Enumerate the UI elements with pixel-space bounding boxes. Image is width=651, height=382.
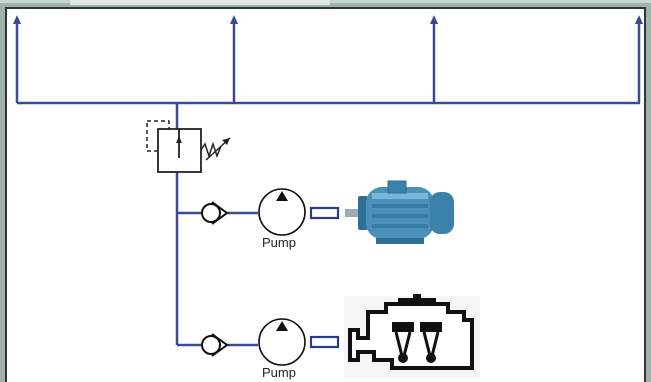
relief-valve-spring xyxy=(200,141,222,159)
outlet-arrow-4 xyxy=(635,15,643,24)
pump-top-label: Pump xyxy=(262,235,296,250)
hydraulic-pump-icon: Pump xyxy=(258,318,306,380)
check-valve-seat-top xyxy=(211,201,229,225)
engine-rod-1a xyxy=(394,331,404,357)
supply-line xyxy=(175,103,258,347)
coupling-bottom xyxy=(309,335,340,349)
motor-fins-2 xyxy=(372,204,428,208)
outlet-arrow-1 xyxy=(13,15,21,24)
engine-rod-2a xyxy=(422,331,432,357)
engine-top-cap xyxy=(413,294,421,300)
shaft-coupling-icon xyxy=(309,206,340,220)
motor-fins-3 xyxy=(372,214,428,218)
engine-top-bar xyxy=(398,298,436,304)
check-valve-icon xyxy=(201,201,229,225)
engine-piston-2 xyxy=(420,322,442,332)
hydraulic-pump-icon: Pump xyxy=(258,188,306,250)
frame-top-tab xyxy=(70,0,330,5)
motor-base xyxy=(376,238,424,244)
check-valve-icon xyxy=(201,333,229,357)
motor-flange xyxy=(358,196,368,230)
diagram-background xyxy=(7,9,644,382)
relief-valve-adjust-arrowhead xyxy=(222,138,230,145)
pump-bottom-circle xyxy=(258,318,306,366)
motor-end-cap xyxy=(430,192,454,234)
coupling-top xyxy=(309,206,340,220)
engine-crank-2 xyxy=(426,353,436,363)
engine-crank-1 xyxy=(398,353,408,363)
pump-top-arrow xyxy=(276,191,288,201)
check-valve-seat-bottom xyxy=(211,333,229,357)
engine-rod-1b xyxy=(402,331,412,357)
outlet-arrow-3 xyxy=(430,15,438,24)
pump-bottom-arrow xyxy=(276,321,288,331)
engine-piston-1 xyxy=(392,322,414,332)
outlet-arrow-2 xyxy=(230,15,238,24)
distribution-manifold xyxy=(15,22,641,105)
motor-fins-4 xyxy=(372,224,428,228)
motor-fins-1 xyxy=(372,193,428,199)
shaft-coupling-icon xyxy=(309,335,340,349)
check-valve-ball-bottom xyxy=(201,335,221,355)
motor-terminal-box xyxy=(387,180,407,194)
relief-valve-flow-arrow xyxy=(176,136,182,143)
pump-bottom-label: Pump xyxy=(262,365,296,380)
engine-rod-2b xyxy=(430,331,440,357)
electric-motor-icon xyxy=(345,180,454,244)
check-valve-ball-top xyxy=(201,203,221,223)
outlet-arrows xyxy=(13,15,643,24)
motor-shaft xyxy=(345,209,361,217)
combustion-engine-icon xyxy=(344,294,480,378)
pressure-relief-valve-icon xyxy=(146,120,231,173)
pump-top-circle xyxy=(258,188,306,236)
